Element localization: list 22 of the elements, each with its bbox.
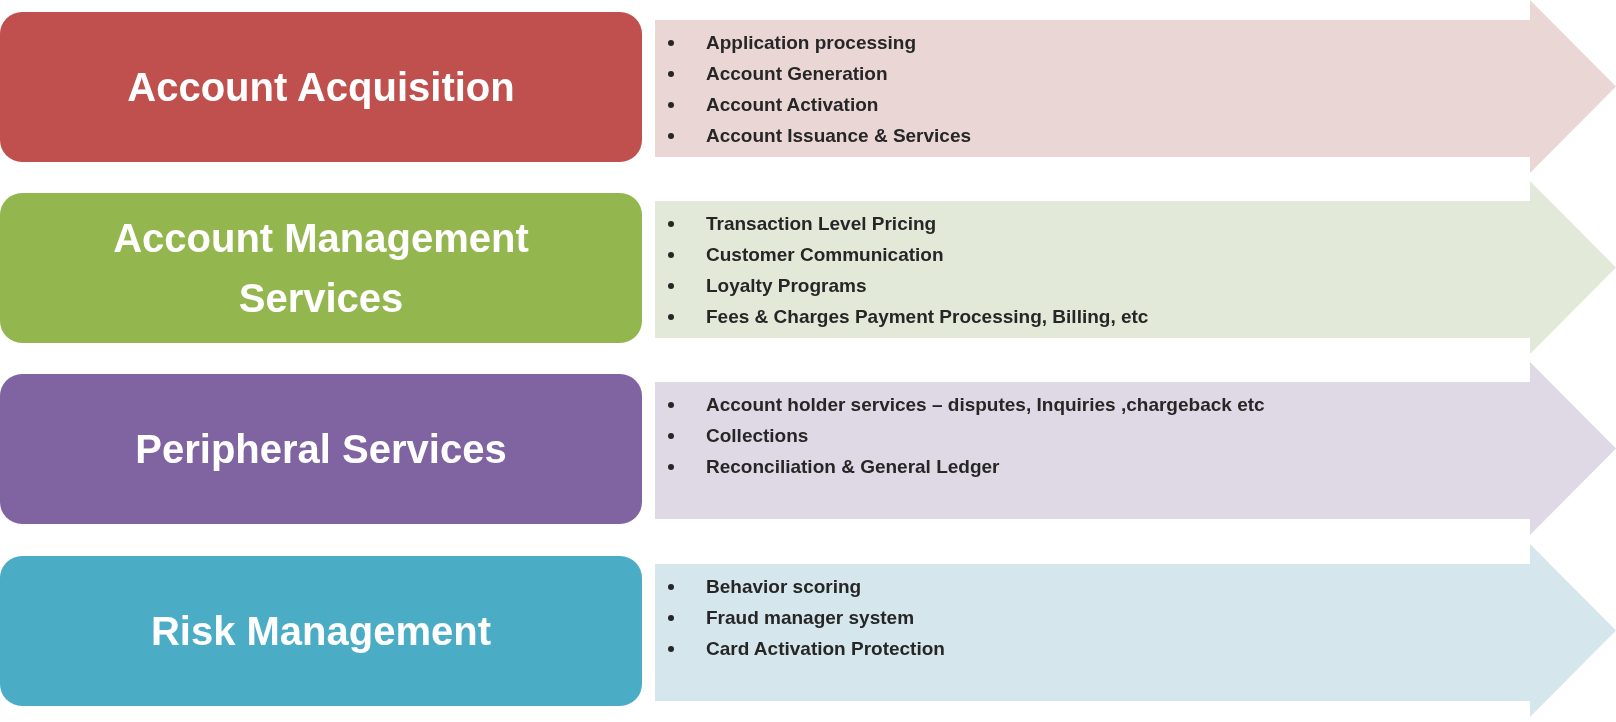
category-box <box>0 12 642 162</box>
bullet-text: Behavior scoring <box>706 575 862 598</box>
bullet-text: Fees & Charges Payment Processing, Billing, etc <box>706 305 1149 328</box>
bullet-text: Customer Communication <box>706 243 944 266</box>
bullet-text: Collections <box>706 424 809 447</box>
bullet-text: Account Issuance & Services <box>706 124 972 147</box>
category-title: Peripheral Services <box>135 426 507 473</box>
category-title: Account Acquisition <box>127 64 515 111</box>
category-box <box>0 556 642 706</box>
bullet-text: Card Activation Protection <box>706 637 945 660</box>
category-box <box>0 193 642 343</box>
bullet-text: Account Activation <box>706 93 879 116</box>
bullet-text: Reconciliation & General Ledger <box>706 455 1000 478</box>
bullet-text: Account Generation <box>706 62 888 85</box>
bullet-text: Application processing <box>706 31 917 54</box>
category-title: Risk Management <box>150 608 492 655</box>
category-box <box>0 374 642 524</box>
bullet-text: Account holder services – disputes, Inquiries ,chargeback etc <box>706 393 1265 416</box>
bullet-text: Transaction Level Pricing <box>706 212 937 235</box>
bullet-text: Fraud manager system <box>706 606 915 629</box>
category-title: Account Management Services <box>112 215 530 322</box>
bullet-text: Loyalty Programs <box>706 274 867 297</box>
